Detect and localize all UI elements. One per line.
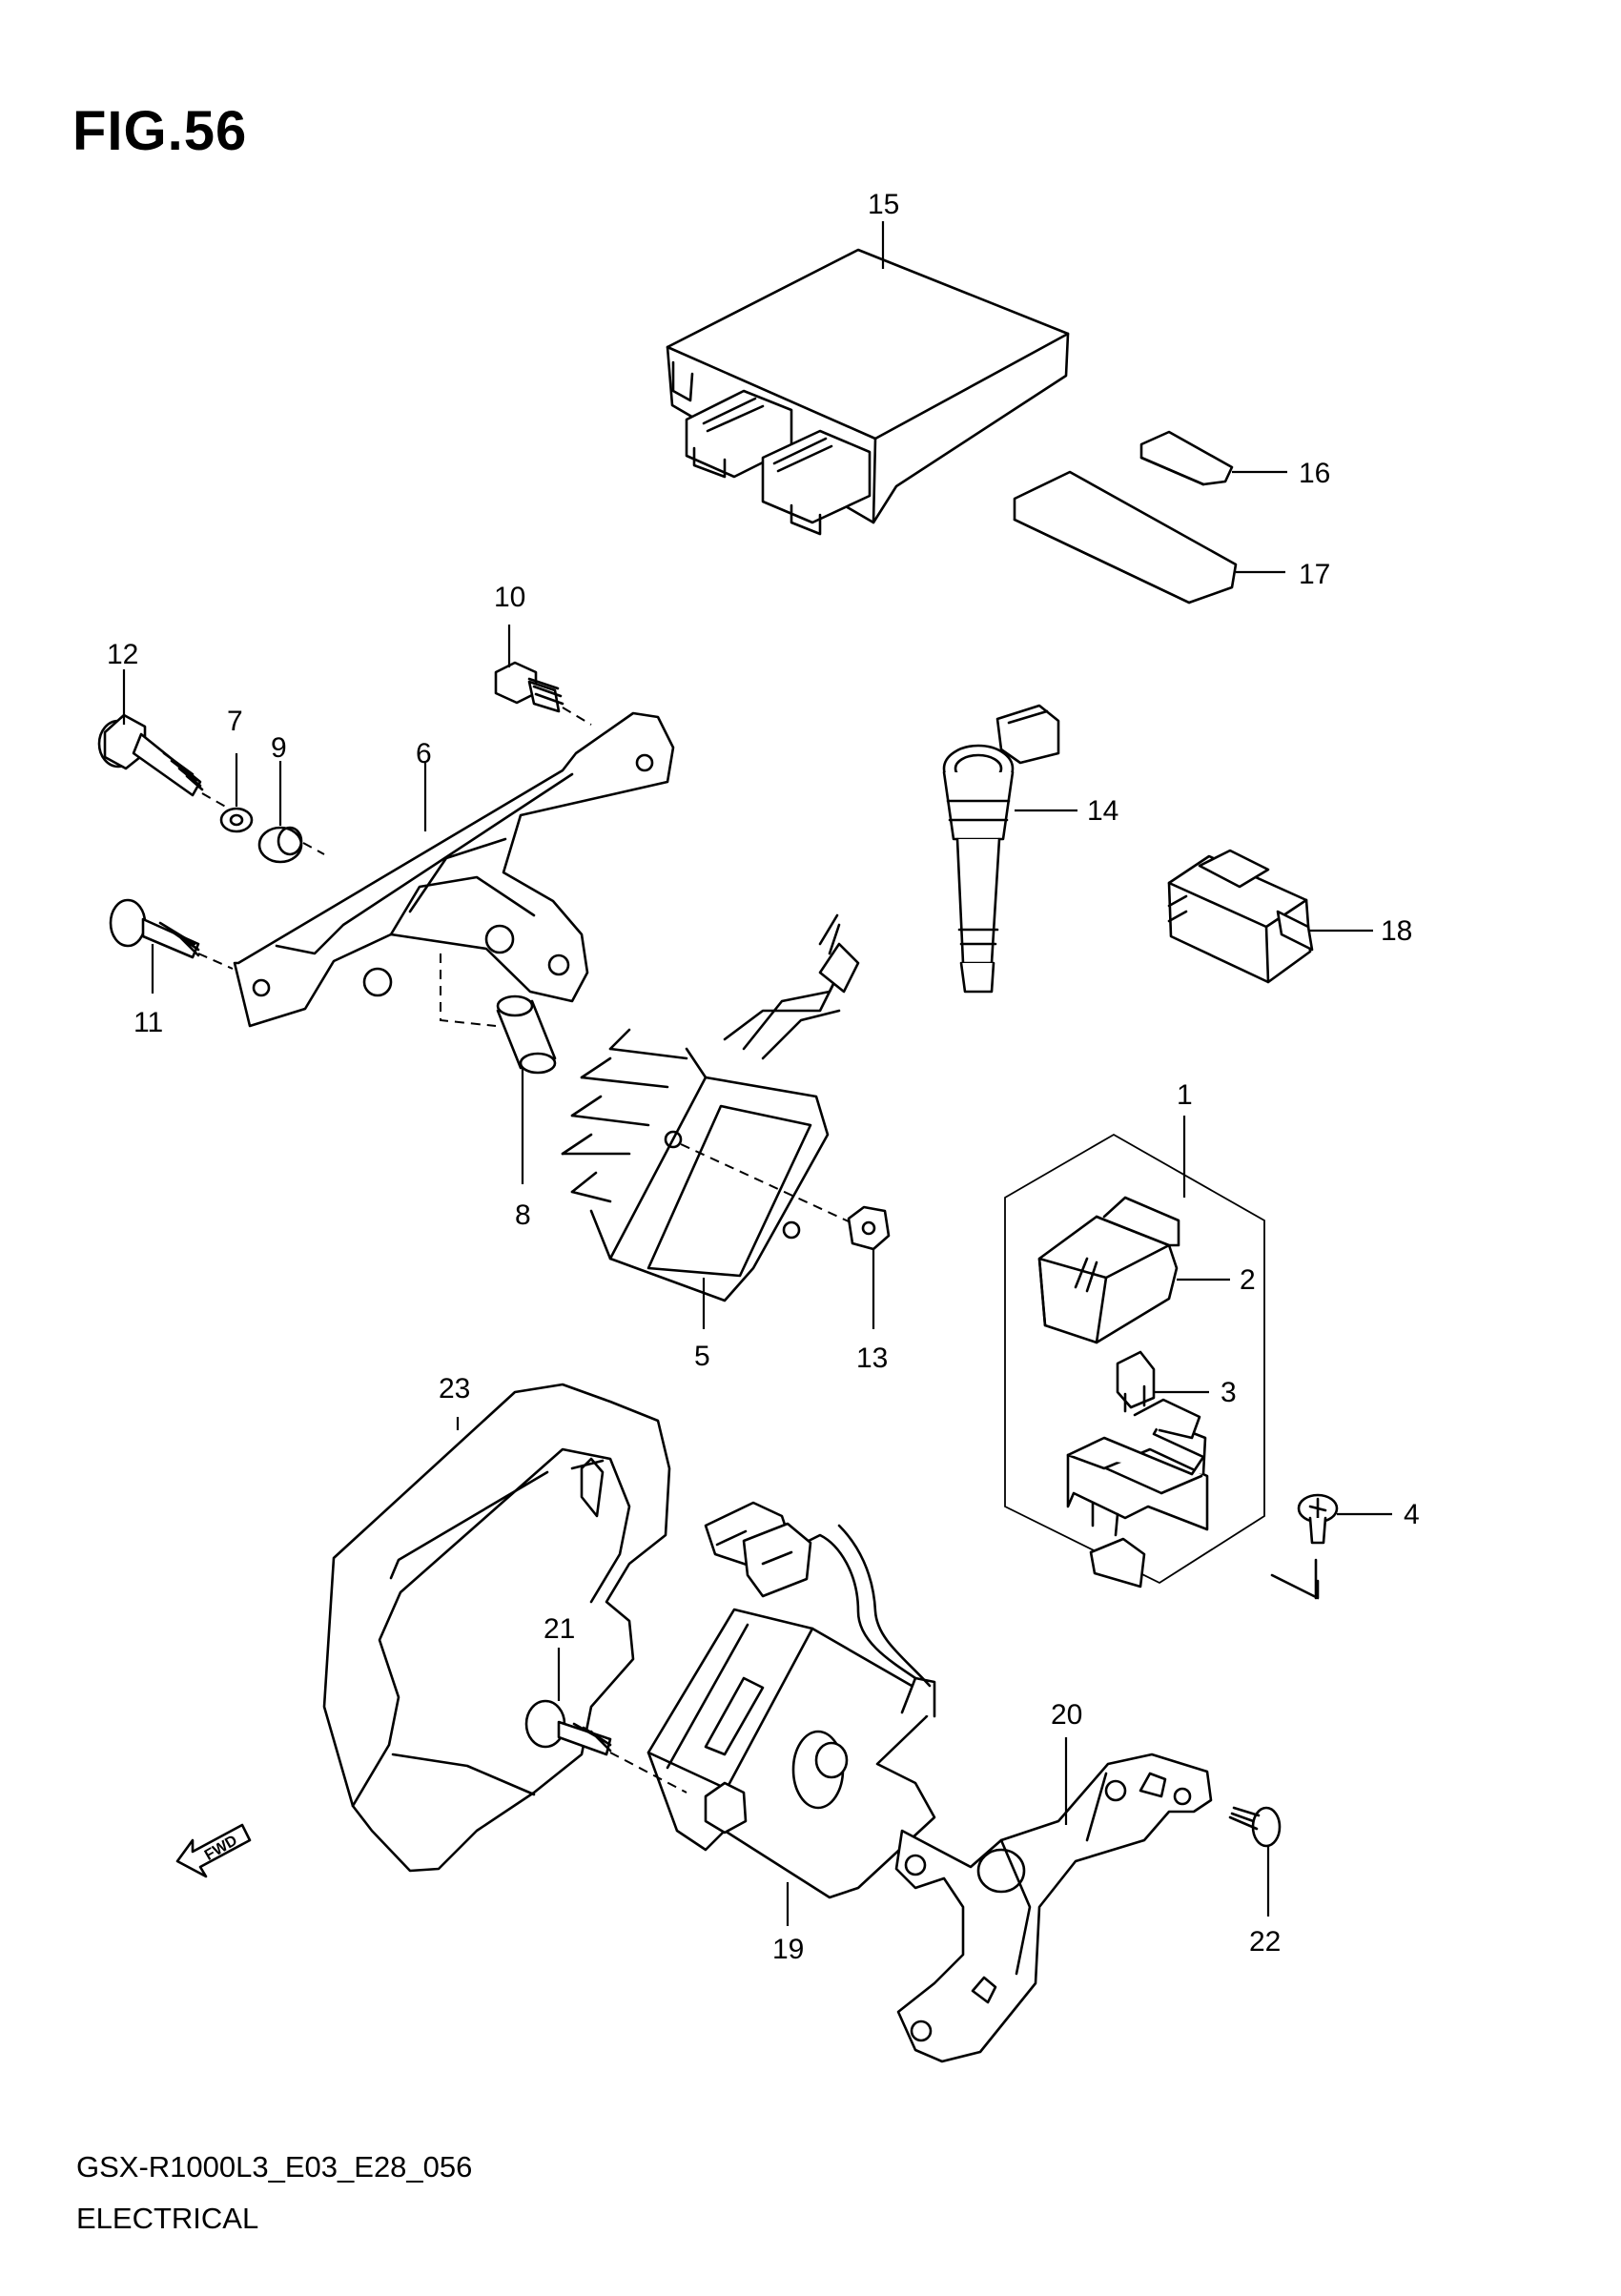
leader-lines xyxy=(122,221,1392,1926)
callout-14: 14 xyxy=(1087,795,1118,827)
callout-16: 16 xyxy=(1299,458,1330,489)
part-6-bracket xyxy=(233,711,675,1028)
callout-20: 20 xyxy=(1051,1699,1082,1731)
callout-2: 2 xyxy=(1240,1264,1256,1296)
part-7-washer xyxy=(219,807,254,833)
part-1-kit-outline xyxy=(1004,1133,1265,1585)
section-name: ELECTRICAL xyxy=(76,2202,259,2235)
part-16-label xyxy=(1139,430,1234,486)
part-13-nut xyxy=(847,1205,891,1251)
callout-9: 9 xyxy=(271,732,287,764)
part-23-cover xyxy=(322,1383,671,1873)
part-14-ignition-coil xyxy=(942,704,1060,994)
drawing-code: GSX-R1000L3_E03_E28_056 xyxy=(76,2150,473,2183)
callout-12: 12 xyxy=(107,639,138,670)
callout-11: 11 xyxy=(133,1007,163,1038)
part-2-cover xyxy=(1037,1196,1180,1344)
callout-10: 10 xyxy=(494,582,525,613)
part-21-bolt xyxy=(524,1699,687,1794)
callout-8: 8 xyxy=(515,1199,531,1231)
callout-5: 5 xyxy=(694,1341,710,1372)
callout-23: 23 xyxy=(439,1373,470,1404)
callout-numbers: 15 16 17 10 12 7 9 6 11 14 18 8 5 13 1 2… xyxy=(107,189,1420,1965)
callout-21: 21 xyxy=(544,1613,575,1645)
callout-1: 1 xyxy=(1177,1079,1193,1111)
part-20-bracket xyxy=(894,1753,1213,2063)
callout-17: 17 xyxy=(1299,559,1330,590)
callout-6: 6 xyxy=(416,738,432,769)
fwd-arrow-icon: FWD xyxy=(175,1823,252,1878)
part-3-fuse xyxy=(1116,1350,1156,1413)
callout-18: 18 xyxy=(1381,915,1412,947)
callout-4: 4 xyxy=(1404,1499,1420,1530)
part-22-bolt xyxy=(1228,1806,1282,1848)
part-8-collar xyxy=(496,994,557,1075)
part-19-sensor-assembly xyxy=(646,1501,936,1899)
callout-3: 3 xyxy=(1221,1377,1237,1408)
callout-7: 7 xyxy=(227,706,243,737)
part-12-bolt xyxy=(97,713,230,810)
part-17-pad xyxy=(1013,470,1238,605)
part-1-starter-relay xyxy=(1066,1398,1209,1589)
part-10-bolt xyxy=(494,661,592,726)
part-4-screw xyxy=(1270,1493,1339,1600)
part-18-relay xyxy=(1167,849,1314,984)
part-15-ecm xyxy=(666,248,1070,536)
callout-15: 15 xyxy=(868,189,899,220)
part-9-grommet xyxy=(257,826,325,864)
callout-22: 22 xyxy=(1249,1926,1281,1958)
callout-13: 13 xyxy=(856,1343,888,1374)
callout-19: 19 xyxy=(772,1934,804,1965)
figure-title: FIG.56 xyxy=(72,100,248,162)
part-11-bolt xyxy=(109,898,234,970)
part-5-regulator xyxy=(561,913,860,1302)
